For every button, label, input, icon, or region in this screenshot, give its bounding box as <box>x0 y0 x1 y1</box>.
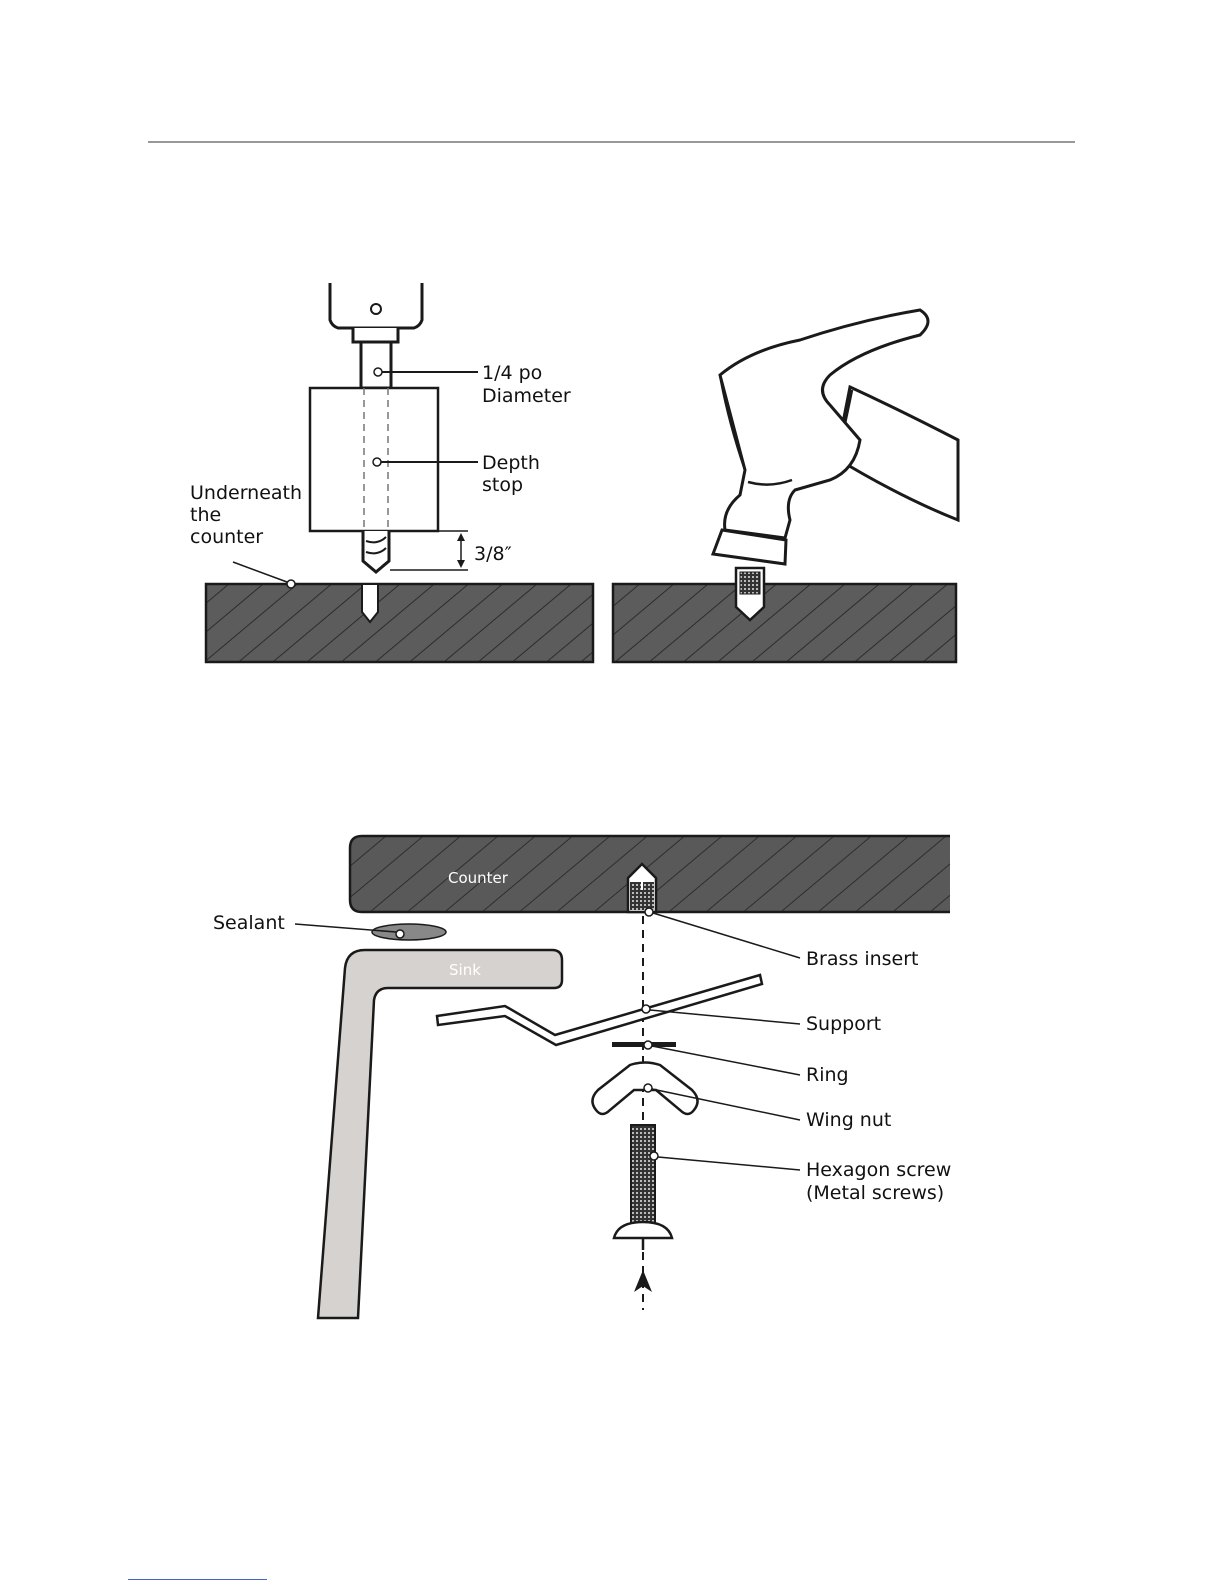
label-wing-nut: Wing nut <box>806 1109 891 1131</box>
insertion-arrow <box>634 1270 652 1292</box>
label-hex-screw-2: (Metal screws) <box>806 1182 944 1204</box>
drill-shank <box>361 342 391 388</box>
label-underneath-2: the <box>190 504 221 526</box>
label-brass-insert: Brass insert <box>806 948 919 970</box>
label-depth-stop-1: Depth <box>482 452 540 474</box>
label-ring: Ring <box>806 1064 849 1086</box>
label-depth-measure: 3/8″ <box>474 543 512 565</box>
sink-profile <box>318 950 562 1318</box>
drilled-hole <box>362 584 378 622</box>
drill-figure: 1/4 po Diameter Depth stop Underneath th… <box>190 283 593 662</box>
label-drill-diameter-2: Diameter <box>482 385 571 407</box>
counter-slab-right <box>613 584 956 662</box>
screw-head <box>614 1222 672 1238</box>
label-sink: Sink <box>449 961 481 979</box>
label-underneath-1: Underneath <box>190 482 302 504</box>
hammer-figure <box>613 310 958 662</box>
counter-slab-left <box>206 584 593 662</box>
label-underneath-3: counter <box>190 526 263 548</box>
footnote-rule <box>128 1579 267 1580</box>
drill-chuck <box>330 283 422 342</box>
label-support: Support <box>806 1013 881 1035</box>
label-depth-stop-2: stop <box>482 474 523 496</box>
label-drill-diameter-1: 1/4 po <box>482 362 542 384</box>
assembly-figure: Counter Sink Sealant <box>213 836 951 1318</box>
label-counter: Counter <box>448 869 509 887</box>
drill-bit-tip <box>363 531 389 572</box>
screw-shank <box>631 1125 655 1225</box>
label-hex-screw-1: Hexagon screw <box>806 1159 951 1181</box>
label-sealant: Sealant <box>213 912 285 934</box>
sealant-bead <box>372 924 446 940</box>
